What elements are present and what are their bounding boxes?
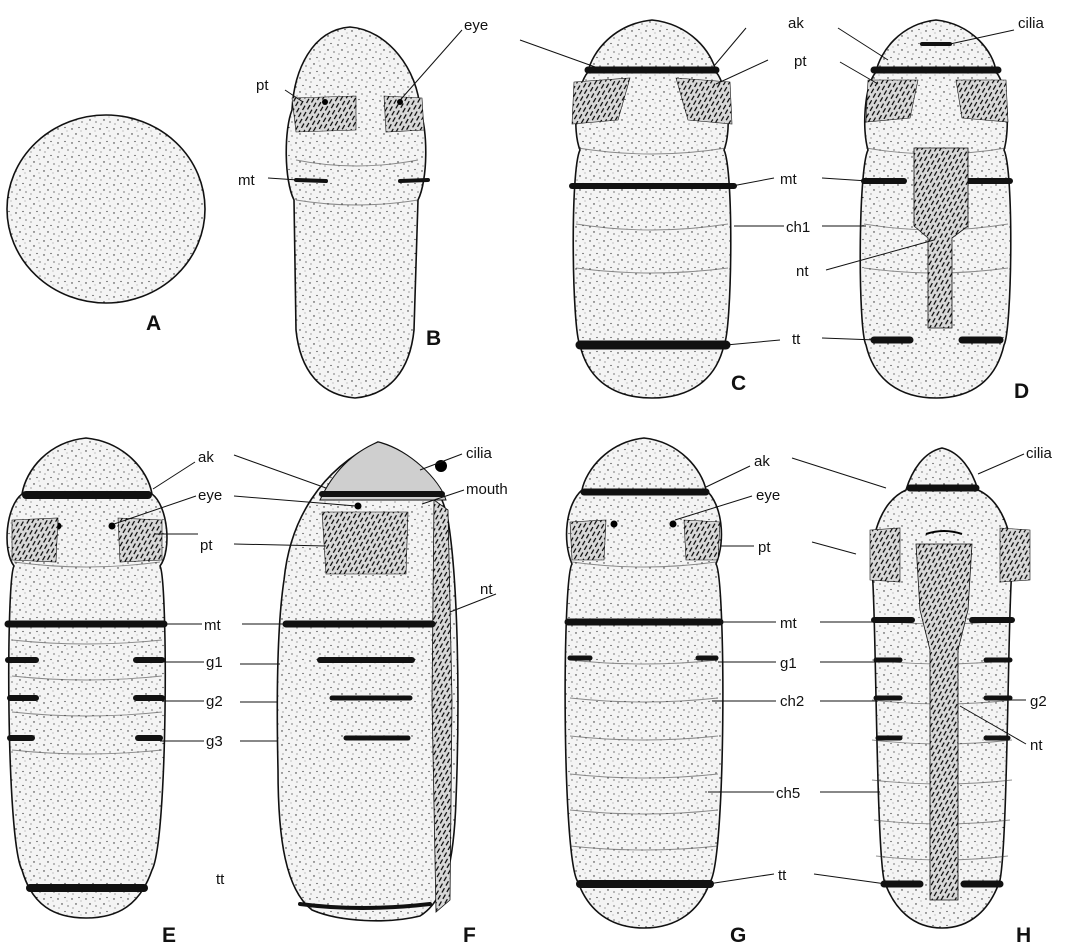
prototroch-right xyxy=(1000,528,1030,582)
label-cd-mt: mt xyxy=(780,171,797,188)
panel-f xyxy=(277,442,458,921)
label-gh-cilia: cilia xyxy=(1026,445,1052,462)
panel-d xyxy=(860,20,1011,398)
prototroch-patch xyxy=(322,512,408,574)
prototroch-left xyxy=(12,518,58,562)
prototroch-right xyxy=(956,80,1008,122)
prototroch-left xyxy=(866,80,918,122)
label-gh-ch2: ch2 xyxy=(780,693,804,710)
prototroch-left xyxy=(870,528,900,582)
label-ef-eye: eye xyxy=(198,487,222,504)
label-ef-ak: ak xyxy=(198,449,214,466)
label-gh-mt: mt xyxy=(780,615,797,632)
label-ef-g2: g2 xyxy=(206,693,223,710)
label-cd-nt: nt xyxy=(796,263,809,280)
label-ef-tt: tt xyxy=(216,871,225,888)
label-gh-pt: pt xyxy=(758,539,771,556)
panel-c xyxy=(572,20,734,398)
label-gh-tt: tt xyxy=(778,867,787,884)
panel-label-e: E xyxy=(162,924,176,947)
label-cd-pt: pt xyxy=(794,53,807,70)
label-gh-ch5: ch5 xyxy=(776,785,800,802)
prototroch-right xyxy=(684,520,720,560)
larva-g-body xyxy=(565,438,723,928)
label-ef-nt: nt xyxy=(480,581,493,598)
panel-a xyxy=(7,115,205,303)
eye-spot xyxy=(322,99,328,105)
eye-spot xyxy=(611,521,618,528)
panel-label-b: B xyxy=(426,327,441,350)
metatroch-left xyxy=(296,180,326,181)
panel-label-g: G xyxy=(730,924,746,947)
label-gh-nt: nt xyxy=(1030,737,1043,754)
larva-b-body xyxy=(286,27,426,398)
label-b-pt: pt xyxy=(256,77,269,94)
label-ef-cilia: cilia xyxy=(466,445,492,462)
panel-g xyxy=(565,438,723,928)
panel-label-h: H xyxy=(1016,924,1031,947)
neurotroch-side xyxy=(432,500,452,912)
label-ef-mouth: mouth xyxy=(466,481,508,498)
panel-b xyxy=(286,27,428,398)
prototroch-right xyxy=(384,96,424,132)
panel-label-a: A xyxy=(146,312,161,335)
label-b-eye: eye xyxy=(464,17,488,34)
label-cd-ak: ak xyxy=(788,15,804,32)
label-gh-ak: ak xyxy=(754,453,770,470)
label-cd-ch1: ch1 xyxy=(786,219,810,236)
label-cd-cilia: cilia xyxy=(1018,15,1044,32)
panel-h xyxy=(870,448,1030,928)
egg-body xyxy=(7,115,205,303)
panel-label-f: F xyxy=(463,924,476,947)
label-gh-eye: eye xyxy=(756,487,780,504)
metatroch-right xyxy=(400,180,428,181)
panel-label-d: D xyxy=(1014,380,1029,403)
label-ef-g3: g3 xyxy=(206,733,223,750)
label-b-mt: mt xyxy=(238,172,255,189)
label-gh-g1: g1 xyxy=(780,655,797,672)
label-gh-g2: g2 xyxy=(1030,693,1047,710)
label-ef-mt: mt xyxy=(204,617,221,634)
label-ef-pt: pt xyxy=(200,537,213,554)
label-ef-g1: g1 xyxy=(206,654,223,671)
panel-e xyxy=(7,438,167,918)
prototroch-right xyxy=(118,518,162,562)
prototroch-left xyxy=(570,520,606,560)
label-cd-tt: tt xyxy=(792,331,801,348)
panel-label-c: C xyxy=(731,372,746,395)
